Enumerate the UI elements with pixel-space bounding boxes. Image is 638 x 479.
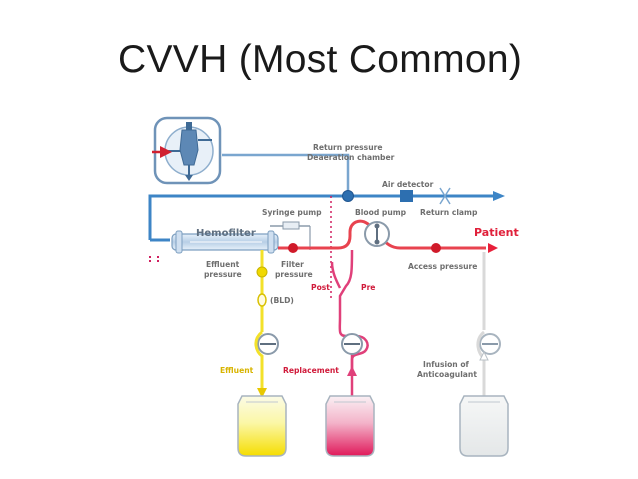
label-patient: Patient	[474, 226, 519, 239]
label-infusion-line1: Infusion of	[423, 360, 470, 369]
label-effluent-pressure-line1: Effluent	[206, 260, 240, 269]
deaeration-chamber-icon	[152, 116, 222, 185]
label-post: Post	[311, 283, 330, 292]
label-effluent-pressure-line2: pressure	[204, 270, 242, 279]
syringe-pump-icon	[270, 221, 311, 250]
label-filter-pressure-line1: Filter	[281, 260, 304, 269]
anticoagulant-line	[476, 252, 501, 398]
replacement-bag	[325, 395, 375, 457]
hemofilter	[149, 230, 279, 262]
label-hemofilter: Hemofilter	[196, 228, 256, 239]
label-return-clamp: Return clamp	[420, 208, 478, 217]
effluent-line	[254, 250, 279, 398]
label-syringe-pump: Syringe pump	[262, 208, 322, 217]
label-air-detector: Air detector	[382, 180, 434, 189]
blood-line	[278, 219, 498, 253]
label-filter-pressure-line2: pressure	[275, 270, 313, 279]
label-pre: Pre	[361, 283, 375, 292]
label-replacement: Replacement	[283, 366, 339, 375]
effluent-bag	[237, 395, 287, 457]
replacement-line	[330, 249, 369, 398]
label-infusion-line2: Anticoagulant	[417, 370, 477, 379]
return-line	[148, 153, 505, 242]
slide-title: CVVH (Most Common)	[118, 38, 523, 81]
label-effluent: Effluent	[220, 366, 254, 375]
label-deaeration-chamber: Deaeration chamber	[307, 153, 395, 162]
label-bld: (BLD)	[270, 296, 294, 305]
label-access-pressure: Access pressure	[408, 262, 477, 271]
label-return-pressure: Return pressure	[313, 143, 383, 152]
label-blood-pump: Blood pump	[355, 208, 407, 217]
anticoagulant-bag	[459, 395, 509, 457]
